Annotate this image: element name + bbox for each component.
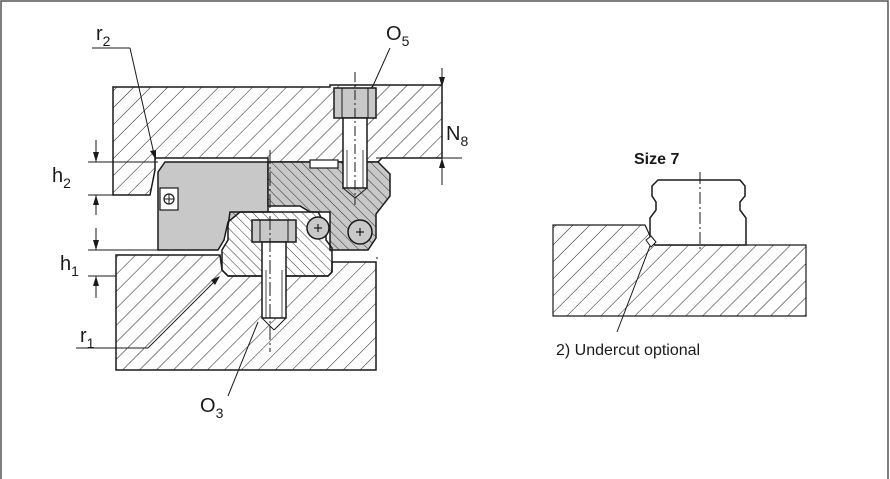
undercut-detail: Size 7 2) Undercut optional bbox=[552, 151, 808, 359]
leader-undercut bbox=[616, 245, 651, 333]
detail-rail bbox=[649, 179, 747, 246]
label-o3: O3 bbox=[200, 395, 224, 421]
leader-o3 bbox=[227, 321, 259, 397]
label-h1: h1 bbox=[60, 253, 79, 279]
label-h2: h2 bbox=[52, 165, 71, 191]
size-title: Size 7 bbox=[634, 151, 679, 168]
undercut-note: 2) Undercut optional bbox=[556, 342, 700, 359]
mounting-cross-section: r2 O5 N8 h2 h1 r1 O3 bbox=[52, 23, 468, 421]
label-r2: r2 bbox=[96, 23, 111, 49]
label-o5: O5 bbox=[386, 23, 410, 49]
leader-o5 bbox=[371, 47, 391, 89]
rail-screw-head bbox=[251, 219, 297, 243]
label-n8: N8 bbox=[446, 123, 468, 149]
label-r1: r1 bbox=[80, 325, 95, 351]
